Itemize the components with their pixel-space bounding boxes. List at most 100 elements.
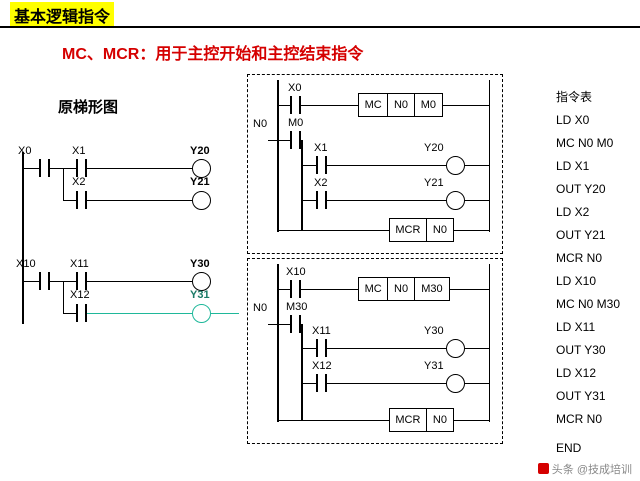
contact-x10-right <box>290 280 301 298</box>
instruction-line-9: LD X11 <box>556 320 596 334</box>
label-x1-right: X1 <box>314 142 328 154</box>
block2-row2-wire-c <box>465 383 489 384</box>
label-n0-block2: N0 <box>253 302 268 314</box>
page-title: 基本逻辑指令 <box>10 2 115 28</box>
mcr-box-2-cell-0: MCR <box>390 409 427 431</box>
label-x2-right: X2 <box>314 177 328 189</box>
rung2-branch-down <box>63 168 64 200</box>
mc-block-1-frame <box>247 74 503 254</box>
instruction-line-12: OUT Y31 <box>556 389 606 403</box>
title-bar: 基本逻辑指令 <box>0 0 640 28</box>
mcr-box-1-cell-0: MCR <box>390 219 427 241</box>
rung2-wire-b <box>87 200 192 201</box>
block1-wire-b <box>301 105 358 106</box>
coil-y31-left <box>192 304 211 323</box>
mcr-box-1-cell-1: N0 <box>432 224 447 236</box>
contact-m0-block1 <box>290 131 301 149</box>
block2-mcr-wire-b <box>454 420 489 421</box>
block1-row1-wire-c <box>465 165 489 166</box>
label-x12-left: X12 <box>70 289 90 301</box>
block1-wire-a <box>278 105 291 106</box>
mc-box-2-cell-0: MC <box>359 278 389 300</box>
mc-box-1: MC N0 M0 <box>358 93 443 117</box>
block2-sub-rail <box>301 324 303 420</box>
label-x10-left: X10 <box>16 258 36 270</box>
coil-y21-right <box>446 191 465 210</box>
block2-row1-wire-a <box>302 348 317 349</box>
contact-x1-left <box>76 159 87 177</box>
block1-row1-wire-b <box>327 165 446 166</box>
footer-watermark: 头条 @技成培训 <box>537 461 632 477</box>
label-y31-right: Y31 <box>424 360 444 372</box>
contact-x2-right <box>316 191 327 209</box>
rung1-wire-c <box>87 168 192 169</box>
block2-master-wire-a <box>268 324 291 325</box>
contact-m30-block2 <box>290 315 301 333</box>
instruction-line-1: MC N0 M0 <box>556 136 614 150</box>
rung1-wire-a <box>23 168 39 169</box>
label-n0-block1: N0 <box>253 118 268 130</box>
mc-box-1-cell-1: N0 <box>388 94 415 116</box>
header-divider <box>0 26 640 28</box>
coil-y20-left <box>192 159 211 178</box>
contact-x1-right <box>316 156 327 174</box>
label-y30-right: Y30 <box>424 325 444 337</box>
mc-box-1-cell-2: M0 <box>420 99 436 111</box>
rung4-branch-down <box>63 281 64 313</box>
label-y21-left: Y21 <box>190 176 210 188</box>
rung2-wire-a <box>63 200 76 201</box>
rung3-wire-c <box>87 281 192 282</box>
instruction-line-10: OUT Y30 <box>556 343 606 357</box>
block2-right-rail <box>489 264 490 422</box>
label-x12-right: X12 <box>312 360 332 372</box>
mcr-box-1: MCR N0 <box>389 218 454 242</box>
instruction-line-11: LD X12 <box>556 366 597 380</box>
label-y20-right: Y20 <box>424 142 444 154</box>
mcr-box-2: MCR N0 <box>389 408 454 432</box>
block1-row2-wire-c <box>465 200 489 201</box>
mc-box-1-cell-0: MC <box>359 94 389 116</box>
rung4-wire-a <box>63 313 76 314</box>
mc-block-2-frame <box>247 258 503 444</box>
block1-mcr-wire-a <box>278 230 389 231</box>
contact-x10-left <box>39 272 50 290</box>
label-y20-left: Y20 <box>190 145 210 157</box>
rung4-wire-c-highlight <box>211 313 239 314</box>
block1-row2-wire-a <box>302 200 317 201</box>
block2-row1-wire-c <box>465 348 489 349</box>
block1-sub-rail <box>301 140 303 230</box>
contact-x12-right <box>316 374 327 392</box>
contact-x11-right <box>316 339 327 357</box>
block2-main-rail <box>277 264 279 422</box>
contact-x12-left <box>76 304 87 322</box>
instruction-line-4: LD X2 <box>556 205 590 219</box>
block1-row2-wire-b <box>327 200 446 201</box>
mc-box-2: MC N0 M30 <box>358 277 450 301</box>
label-y30-left: Y30 <box>190 258 210 270</box>
label-x11-right: X11 <box>312 325 331 337</box>
label-x0-right: X0 <box>288 82 302 94</box>
label-m30-block2: M30 <box>286 301 308 313</box>
ladder-left-heading: 原梯形图 <box>58 99 119 116</box>
coil-y21-left <box>192 191 211 210</box>
label-y31-left: Y31 <box>190 289 210 301</box>
block2-row1-wire-b <box>327 348 446 349</box>
block1-main-rail <box>277 80 279 232</box>
block1-master-wire-a <box>268 140 291 141</box>
coil-y30-left <box>192 272 211 291</box>
label-x0-left: X0 <box>18 145 32 157</box>
block2-mcr-wire-a <box>278 420 389 421</box>
block2-row2-wire-b <box>327 383 446 384</box>
contact-x11-left <box>76 272 87 290</box>
rung4-wire-b-highlight <box>87 313 192 314</box>
block2-row2-wire-a <box>302 383 317 384</box>
instruction-line-6: MCR N0 <box>556 251 603 265</box>
footer-text: 头条 @技成培训 <box>551 464 632 476</box>
mcr-box-2-cell-1: N0 <box>432 414 447 426</box>
mc-box-2-cell-1: N0 <box>388 278 415 300</box>
contact-x2-left <box>76 191 87 209</box>
coil-y31-right <box>446 374 465 393</box>
left-power-rail <box>22 152 24 324</box>
mc-box-2-cell-2: M30 <box>421 283 443 295</box>
toutiao-logo-icon <box>537 463 549 474</box>
